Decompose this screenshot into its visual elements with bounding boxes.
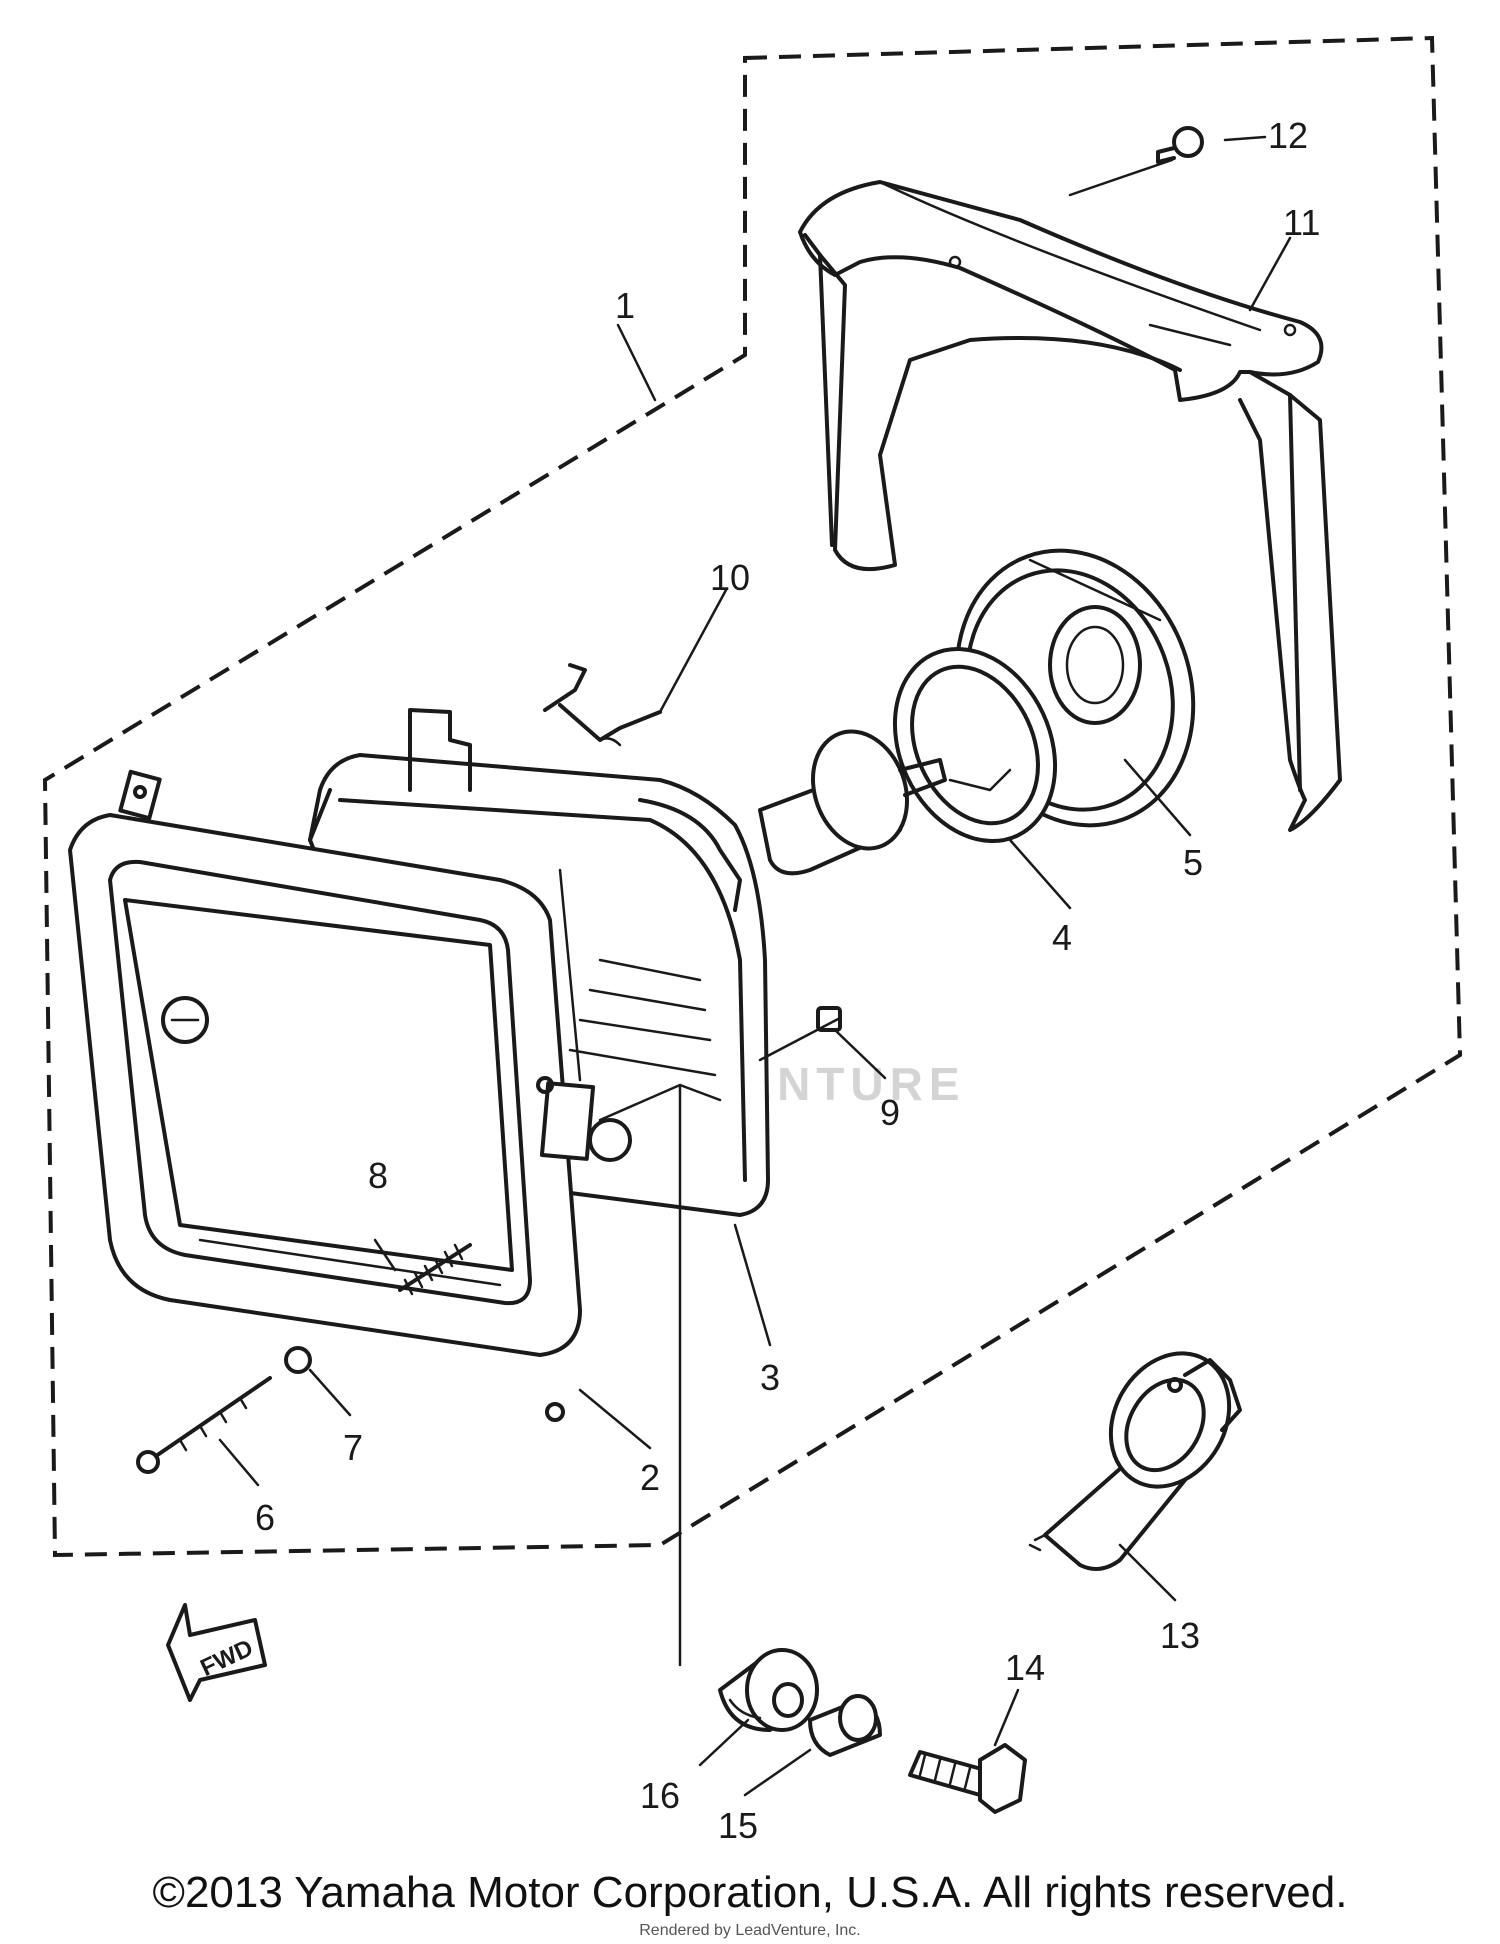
bulb-part [1028,1351,1242,1571]
headlight-cover [798,180,1342,832]
callout-8: 8 [368,1155,388,1196]
assembly-boundary [42,35,1463,1558]
rendered-by-credit: Rendered by LeadVenture, Inc. [639,1922,861,1939]
callout-12: 12 [1268,115,1308,156]
leader-lines [218,135,1292,1797]
callout-6: 6 [255,1497,275,1538]
spring-clip [543,663,662,747]
callout-16: 16 [640,1775,680,1816]
callout-1: 1 [615,285,635,326]
screw-part [1068,126,1204,197]
callout-15: 15 [718,1805,758,1846]
callout-9: 9 [880,1092,900,1133]
callout-7: 7 [343,1427,363,1468]
callout-13: 13 [1160,1615,1200,1656]
callout-10: 10 [710,557,750,598]
copyright-notice: ©2013 Yamaha Motor Corporation, U.S.A. A… [152,1868,1348,1917]
grommet-part [718,1648,819,1732]
callout-4: 4 [1052,917,1072,958]
collar-part [808,1694,882,1757]
fwd-arrow-icon: FWD [166,1603,267,1702]
callout-labels: 1 2 3 4 5 6 7 8 9 10 11 12 13 14 15 16 [255,115,1320,1846]
callout-2: 2 [640,1457,660,1498]
callout-3: 3 [760,1357,780,1398]
bulb-in-assembly [758,729,947,876]
headlight-rim [68,769,596,1422]
retaining-ring [892,646,1058,844]
callout-14: 14 [1005,1647,1045,1688]
callout-5: 5 [1183,842,1203,883]
callout-11: 11 [1283,202,1320,243]
adjusting-spring [398,1243,472,1296]
adjusting-screw [136,1376,272,1474]
nut-part [284,1346,312,1374]
bolt-part [908,1743,1027,1814]
